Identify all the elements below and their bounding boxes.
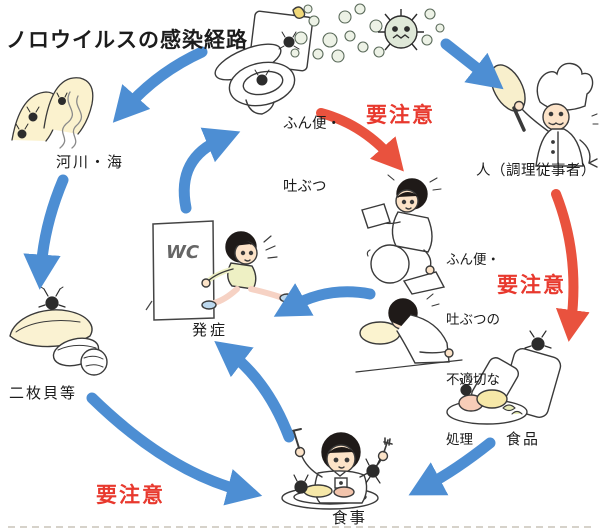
blue-arrows xyxy=(23,38,504,506)
arrow-river-to-bivalves xyxy=(23,174,69,290)
label-food-handler: 人（調理従事者） xyxy=(476,163,596,179)
label-food: 食品 xyxy=(506,430,541,448)
arrow-food-to-meal xyxy=(408,437,496,496)
caution-label-right: 要注意 xyxy=(497,273,566,297)
label-onset: 発症 xyxy=(192,321,229,339)
label-improper-handling: ふん便・ 吐ぶつの 不適切な 処理 xyxy=(446,210,500,490)
caution-label-bottom: 要注意 xyxy=(96,483,165,507)
running-child-illustration xyxy=(201,231,295,310)
wc-sign: WC xyxy=(166,242,200,263)
arrow-vomit-to-onset xyxy=(273,283,376,317)
label-improper-handling-line3: 不適切な xyxy=(446,372,500,388)
label-improper-handling-line2: 吐ぶつの xyxy=(446,312,500,328)
label-improper-handling-line4: 処理 xyxy=(446,432,473,448)
label-river-sea: 河川・海 xyxy=(56,153,125,171)
arrow-toilet-to-river xyxy=(112,46,208,123)
red-caution-arrows xyxy=(316,108,590,342)
improper-handling-illustration xyxy=(361,174,446,295)
arrow-onset-to-toilet xyxy=(178,127,241,214)
eating-child-illustration xyxy=(281,428,393,510)
diagram-title: ノロウイルスの感染経路 xyxy=(6,28,248,52)
label-excreta-line1: ふん便・ xyxy=(283,116,341,132)
caution-label-top: 要注意 xyxy=(366,103,435,127)
virus-cloud-illustration xyxy=(290,3,445,63)
arrow-handler-to-food xyxy=(551,189,590,342)
label-improper-handling-line1: ふん便・ xyxy=(446,252,500,268)
food-handler-illustration xyxy=(490,62,599,168)
bivalves-illustration xyxy=(9,286,108,376)
label-excreta-line2: 吐ぶつ xyxy=(283,179,327,195)
river-sea-illustration xyxy=(11,77,94,149)
food-illustration xyxy=(446,330,562,425)
label-bivalves: 二枚貝等 xyxy=(9,384,78,402)
label-excreta: ふん便・ 吐ぶつ xyxy=(283,72,341,240)
wc-door-illustration: WC xyxy=(145,220,215,321)
arrow-excreta-to-handling xyxy=(316,108,404,172)
vomiting-person-illustration xyxy=(355,293,463,373)
arrow-bivalves-to-meal xyxy=(86,392,263,506)
arrow-virus-to-handler xyxy=(440,38,504,90)
arrow-meal-to-onset xyxy=(214,340,295,443)
label-meal: 食事 xyxy=(332,509,368,527)
